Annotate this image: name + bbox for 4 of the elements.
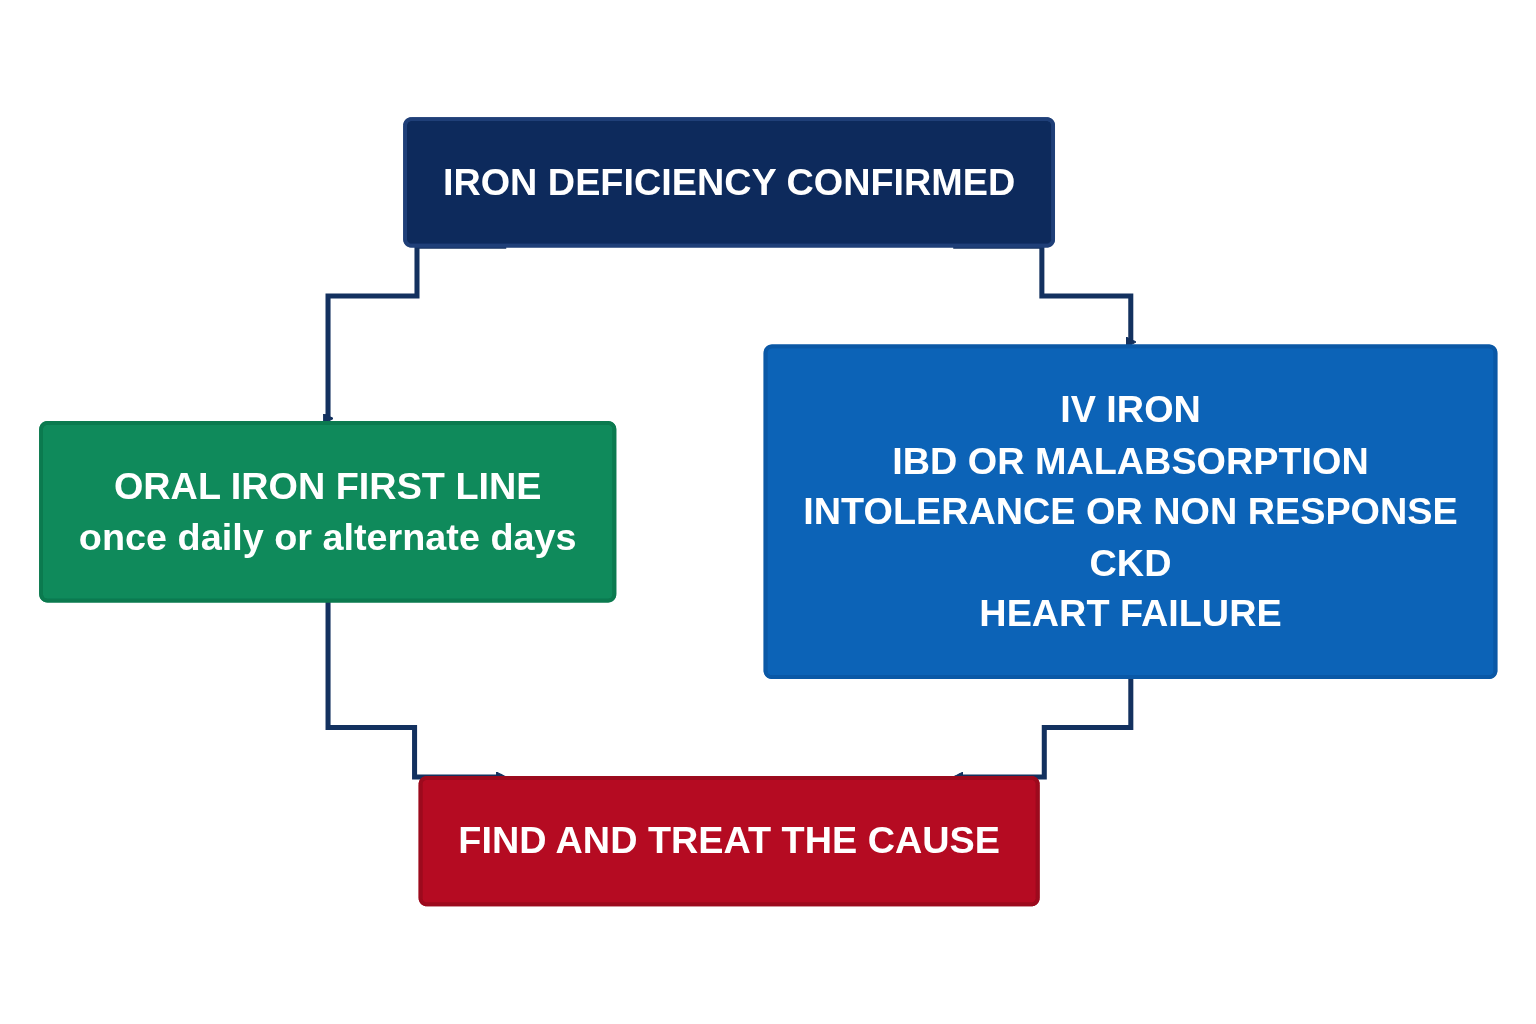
process-box: IV IRON IBD OR MALABSORPTION INTOLERANCE OR NON RESPONSE CKD HEART FAILURE	[763, 344, 1498, 680]
process-box: FIND AND TREAT THE CAUSE	[418, 776, 1040, 907]
process-box: IRON DEFICIENCY CONFIRMED	[402, 117, 1055, 248]
process-box: ORAL IRON FIRST LINE once daily or alternate days	[38, 421, 616, 603]
